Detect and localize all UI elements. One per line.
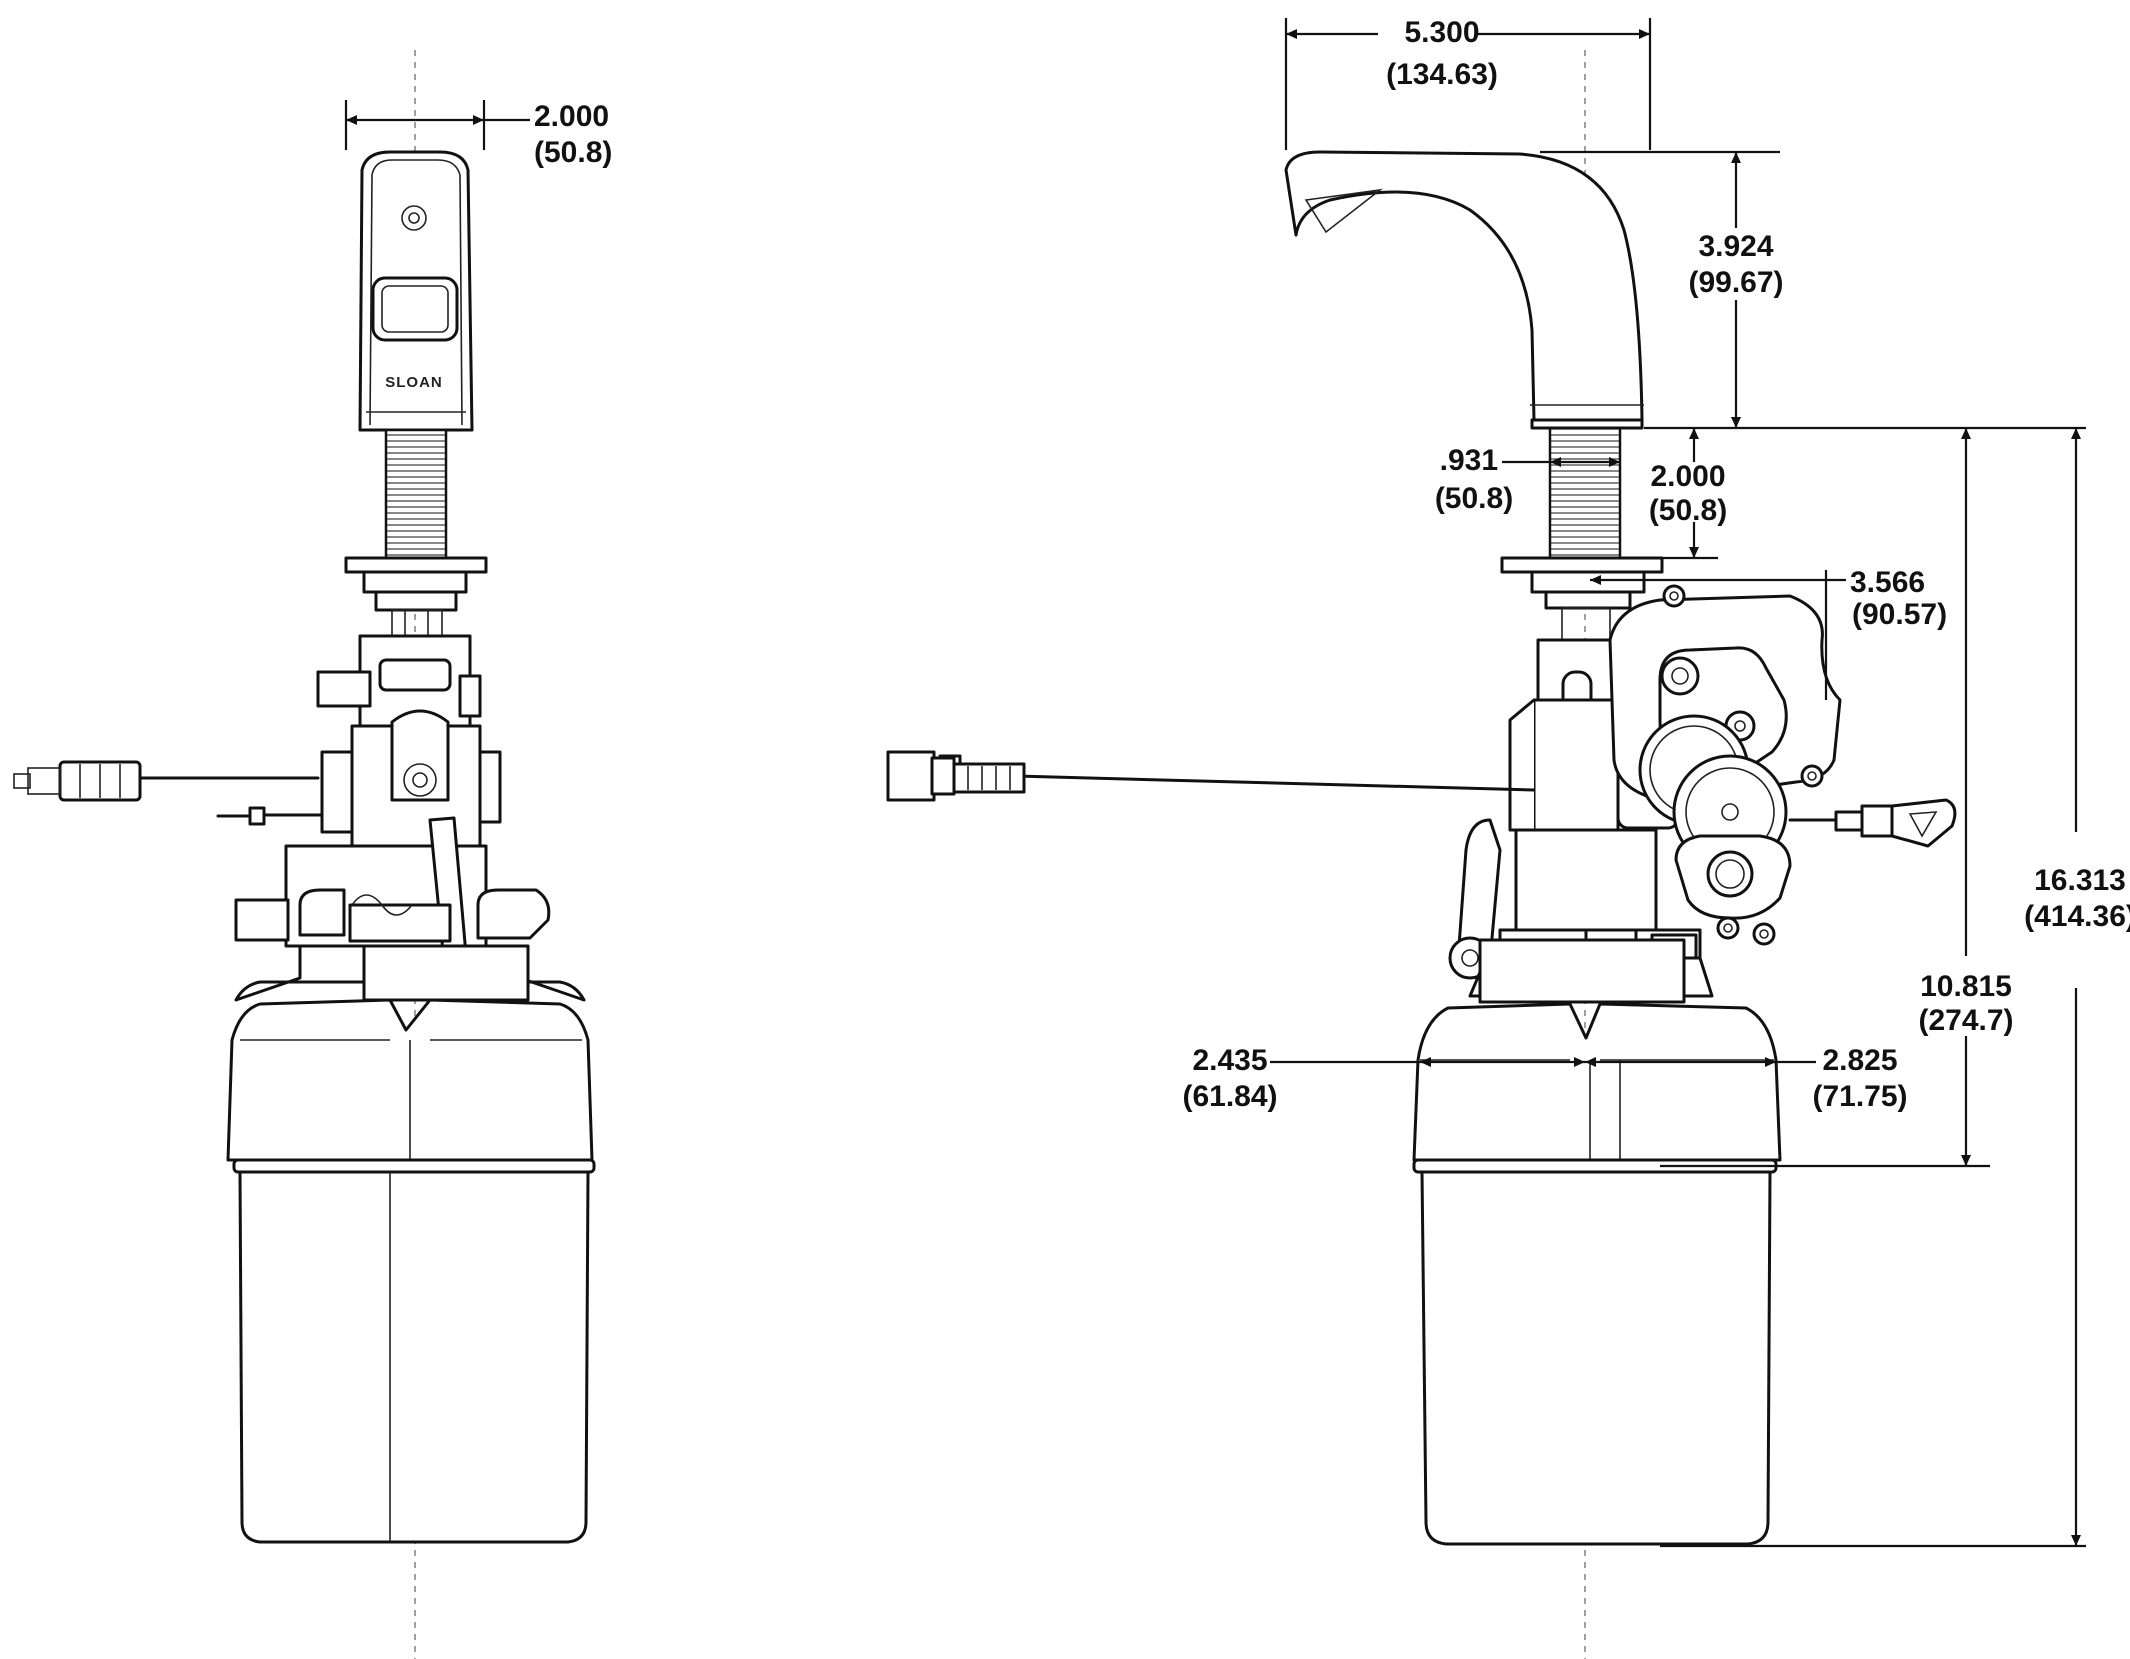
dim-shank-length-metric: (50.8) <box>1649 494 1727 527</box>
dim-spout-height-metric: (99.67) <box>1688 266 1783 299</box>
dim-bottle-right-value: 2.825 <box>1822 1044 1897 1077</box>
dim-shank-diameter-value: .931 <box>1440 444 1498 477</box>
sensor-window-icon <box>371 276 459 342</box>
front-deck-flange <box>344 556 488 574</box>
side-bottle <box>1412 938 1782 1546</box>
dim-pump-offset-value: 3.566 <box>1850 566 1925 599</box>
dim-spout-height-value: 3.924 <box>1698 230 1773 263</box>
dim-bottle-left-metric: (61.84) <box>1182 1080 1277 1113</box>
brand-logo: SLOAN <box>385 374 443 391</box>
dim-pump-offset: 3.566 (90.57) <box>1590 566 1947 700</box>
dim-spout-reach: 5.300 (134.63) <box>1284 16 1652 150</box>
dim-front-width-metric: (50.8) <box>534 136 612 169</box>
dim-overall-height-value: 16.313 <box>2034 864 2126 897</box>
side-sensor-plug-icon <box>1890 798 1957 848</box>
dim-deck-to-bottle-metric: (274.7) <box>1918 1004 2013 1037</box>
dim-shank-diameter: .931 (50.8) <box>1435 444 1620 515</box>
sensor-eye-icon <box>401 205 427 231</box>
side-gear-motor <box>1608 584 1842 946</box>
dim-bottle-left: 2.435 (61.84) <box>1182 1044 1585 1113</box>
side-view: 5.300 (134.63) 3.924 (99.67) .931 (50.8)… <box>886 16 2130 1659</box>
front-threaded-shank <box>384 428 448 560</box>
dim-spout-reach-metric: (134.63) <box>1386 58 1498 91</box>
dim-pump-offset-metric: (90.57) <box>1852 598 1947 631</box>
side-threaded-shank <box>1548 426 1622 560</box>
dim-shank-length-value: 2.000 <box>1650 460 1725 493</box>
side-plug-icon <box>886 750 936 802</box>
dim-bottle-right-metric: (71.75) <box>1812 1080 1907 1113</box>
dim-bottle-right: 2.825 (71.75) <box>1585 1044 1908 1113</box>
side-spout <box>1284 150 1644 422</box>
dim-deck-to-bottle-value: 10.815 <box>1920 970 2012 1003</box>
front-pump-body <box>234 634 551 1004</box>
dim-spout-height: 3.924 (99.67) <box>1540 150 2086 430</box>
dim-bottle-left-value: 2.435 <box>1192 1044 1267 1077</box>
dim-overall-height: 16.313 (414.36) <box>1660 428 2130 1548</box>
dim-spout-reach-value: 5.300 <box>1404 16 1479 49</box>
dim-deck-to-bottle: 10.815 (274.7) <box>1660 428 2014 1168</box>
dim-overall-height-metric: (414.36) <box>2024 900 2130 933</box>
dim-front-width: 2.000 (50.8) <box>344 100 612 169</box>
side-cable <box>886 750 1957 848</box>
front-connector-icon <box>403 763 437 797</box>
dim-shank-diameter-metric: (50.8) <box>1435 482 1513 515</box>
side-deck-flange <box>1500 556 1664 574</box>
front-cable <box>13 760 322 826</box>
dim-shank-length: 2.000 (50.8) <box>1649 428 1727 560</box>
front-bottle <box>226 944 596 1544</box>
front-view: SLOAN <box>13 50 612 1659</box>
dim-front-width-value: 2.000 <box>534 100 609 133</box>
